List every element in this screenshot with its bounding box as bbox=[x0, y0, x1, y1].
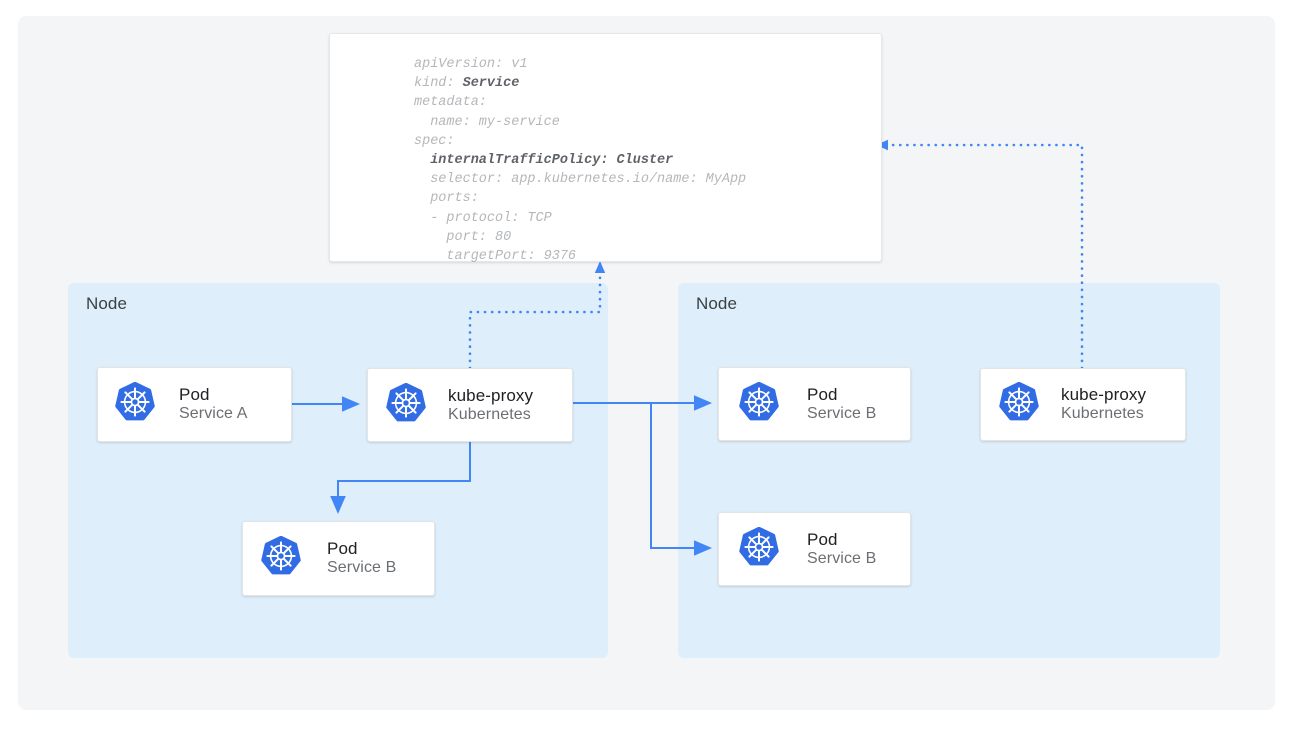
kubernetes-logo-icon bbox=[739, 381, 779, 427]
kubernetes-logo-icon bbox=[739, 526, 779, 572]
kube-proxy-left-card[interactable]: kube-proxy Kubernetes bbox=[367, 368, 573, 442]
kubernetes-logo-icon bbox=[386, 382, 426, 428]
pod-b-left-subtitle: Service B bbox=[327, 559, 397, 577]
pod-a-subtitle: Service A bbox=[179, 405, 248, 423]
node-label-left: Node bbox=[86, 294, 128, 313]
node-label-right: Node bbox=[696, 294, 738, 313]
pod-b-right-bottom-title: Pod bbox=[807, 529, 838, 549]
pod-b-right-bottom-subtitle: Service B bbox=[807, 549, 877, 567]
kube-proxy-left-subtitle: Kubernetes bbox=[448, 405, 531, 423]
kube-proxy-right-card[interactable]: kube-proxy Kubernetes bbox=[980, 368, 1186, 441]
pod-b-right-top-card[interactable]: Pod Service B bbox=[718, 367, 911, 441]
pod-a-card[interactable]: Pod Service A bbox=[97, 367, 292, 442]
kube-proxy-right-subtitle: Kubernetes bbox=[1061, 405, 1144, 423]
pod-a-title: Pod bbox=[179, 385, 210, 405]
kubernetes-logo-icon bbox=[261, 535, 301, 581]
kubernetes-logo-icon bbox=[999, 381, 1039, 427]
pod-b-right-top-title: Pod bbox=[807, 384, 838, 404]
pod-b-left-card[interactable]: Pod Service B bbox=[242, 521, 435, 596]
kube-proxy-right-title: kube-proxy bbox=[1061, 385, 1147, 405]
kubernetes-logo-icon bbox=[115, 381, 155, 427]
kube-proxy-left-title: kube-proxy bbox=[448, 385, 534, 405]
pod-b-left-title: Pod bbox=[327, 539, 358, 559]
pod-b-right-top-subtitle: Service B bbox=[807, 404, 877, 422]
node-panel-left: Node bbox=[68, 283, 608, 658]
pod-b-right-bottom-card[interactable]: Pod Service B bbox=[718, 512, 911, 586]
node-panel-right: Node bbox=[678, 283, 1220, 658]
